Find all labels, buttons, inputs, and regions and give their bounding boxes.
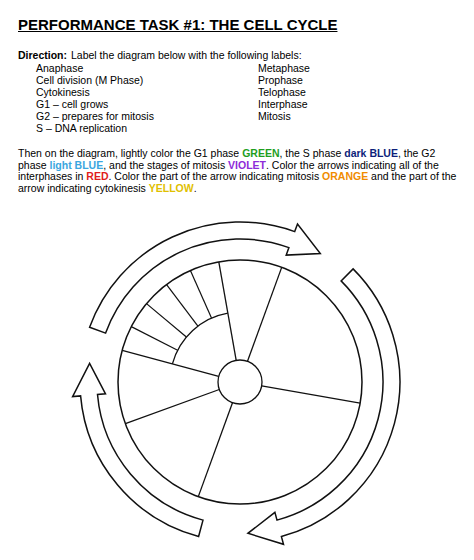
instruction-text: , the S phase — [279, 147, 344, 159]
direction-heading: Direction: — [18, 49, 67, 61]
label-option: Cell division (M Phase) — [36, 74, 143, 86]
sector-line — [122, 350, 219, 376]
color-word: RED — [86, 170, 108, 182]
label-option: G2 – prepares for mitosis — [36, 110, 154, 122]
direction-line: Direction: Label the diagram below with t… — [18, 49, 302, 61]
mitosis-stage-line — [190, 271, 211, 319]
mitosis-stage-line — [167, 285, 198, 327]
sector-line — [262, 386, 360, 403]
center-circle — [218, 360, 262, 404]
worksheet-title: PERFORMANCE TASK #1: THE CELL CYCLE — [18, 16, 337, 33]
label-option: G1 – cell grows — [36, 98, 108, 110]
mitosis-stage-line — [147, 304, 187, 337]
sector-line — [219, 262, 236, 360]
color-word: ORANGE — [322, 170, 368, 182]
instruction-paragraph: Then on the diagram, lightly color the G… — [18, 148, 458, 194]
label-option: S – DNA replication — [36, 122, 127, 134]
instruction-text: , and the stages of mitosis — [103, 159, 228, 171]
mitosis-arc — [172, 313, 227, 364]
direction-text: Label the diagram below with the followi… — [71, 49, 302, 61]
color-word: GREEN — [242, 147, 279, 159]
sector-line — [198, 403, 232, 497]
cycle-disk — [118, 260, 362, 504]
label-option: Telophase — [258, 86, 306, 98]
label-option: Cytokinesis — [36, 86, 90, 98]
instruction-text: Then on the diagram, lightly color the G… — [18, 147, 242, 159]
color-word: dark BLUE — [344, 147, 398, 159]
instruction-text: . Color the part of the arrow indicating… — [108, 170, 322, 182]
instruction-text: . — [194, 182, 197, 194]
color-word: YELLOW — [149, 182, 194, 194]
color-word: VIOLET — [228, 159, 266, 171]
sector-line — [125, 390, 219, 424]
sector-line — [248, 267, 282, 361]
color-word: light BLUE — [50, 159, 104, 171]
label-option: Interphase — [258, 98, 308, 110]
mitosis-stage-line — [131, 327, 177, 351]
label-option: Anaphase — [36, 62, 83, 74]
label-option: Prophase — [258, 74, 303, 86]
label-option: Mitosis — [258, 110, 291, 122]
label-option: Metaphase — [258, 62, 310, 74]
